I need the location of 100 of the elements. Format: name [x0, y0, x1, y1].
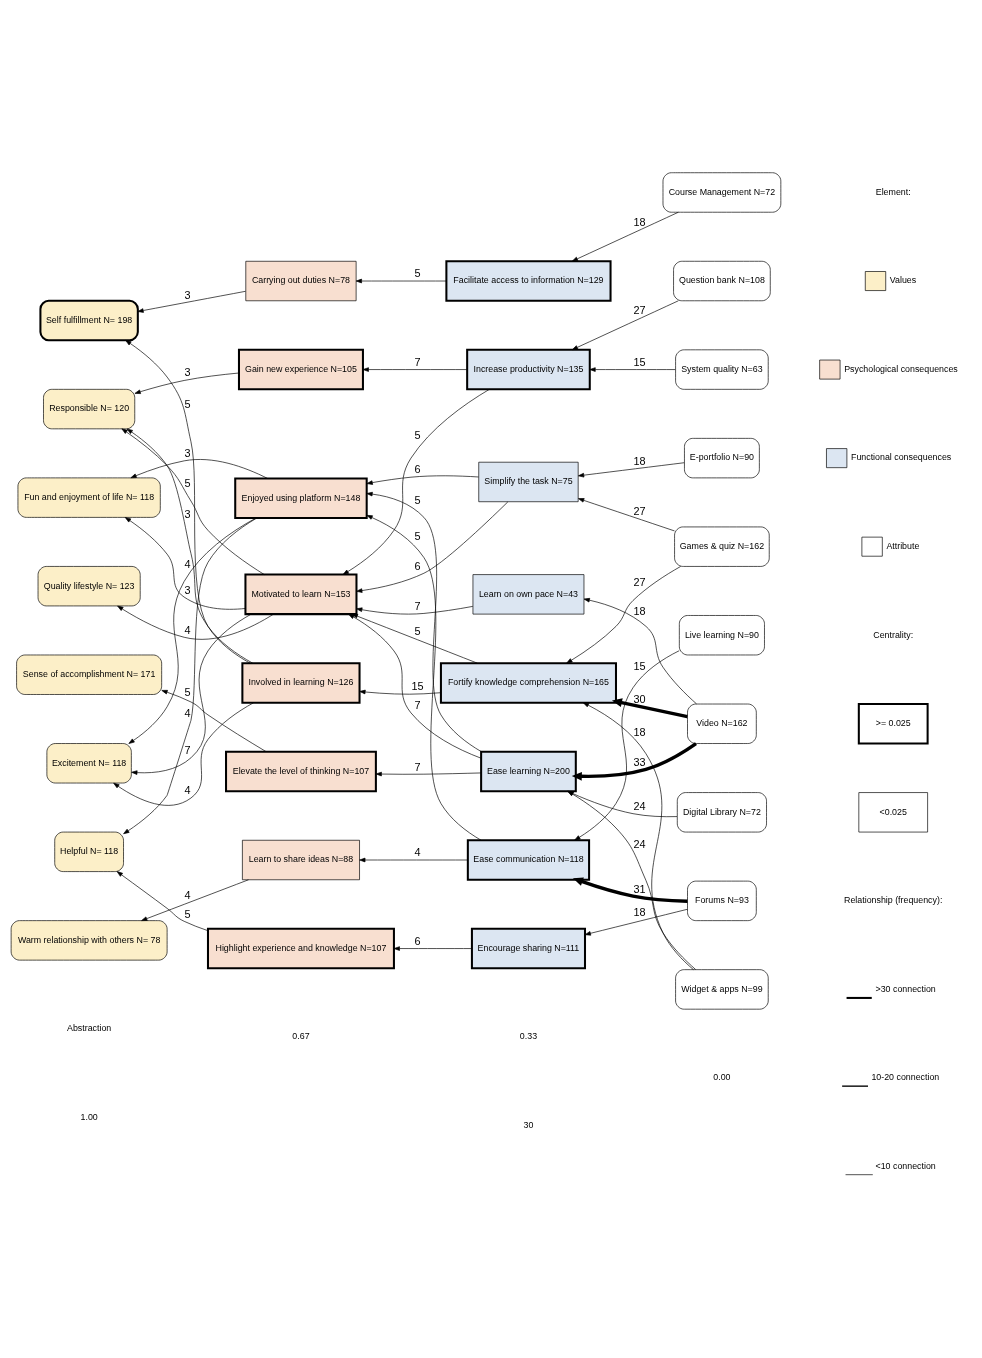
- node-box: Excitement N= 118: [46, 742, 132, 783]
- edge-label: 5: [184, 476, 191, 489]
- arrow: [571, 741, 697, 781]
- arrow: [571, 211, 679, 261]
- edge-label: 3: [184, 446, 191, 459]
- arrow: [126, 428, 254, 663]
- node-box: Increase productivity N=135: [466, 348, 591, 390]
- edge-label: 6: [414, 934, 421, 947]
- edge-label: 5: [414, 493, 421, 506]
- edge-label: 4: [184, 623, 191, 636]
- arrow: [567, 790, 678, 817]
- edge-label: 31: [633, 882, 646, 895]
- label: Relationship (frequency):: [844, 894, 943, 905]
- edge-label: 18: [633, 905, 646, 918]
- label: 1.00: [80, 1111, 98, 1122]
- node-box: Learn on own pace N=43: [472, 573, 585, 614]
- arrow: [137, 290, 246, 313]
- edge-label: 24: [633, 799, 646, 812]
- node-box: Facilitate access to information N=129: [445, 259, 612, 302]
- edge-label: 6: [414, 462, 421, 475]
- node-box: Fun and enjoyment of life N= 118: [17, 477, 161, 518]
- arrow: [571, 299, 679, 350]
- node-box: Games & quiz N=162: [674, 526, 770, 567]
- arrow: [566, 565, 681, 663]
- edge-label: 4: [184, 888, 191, 901]
- edge-label: 5: [414, 624, 421, 637]
- node-box: Enjoyed using platform N=148: [234, 477, 368, 519]
- arrow: [131, 613, 252, 775]
- arrow: [121, 428, 265, 575]
- edge-label: 4: [184, 706, 191, 719]
- node-box: E-portfolio N=90: [684, 437, 760, 478]
- edge-label: 27: [633, 575, 646, 588]
- legend-label: <10 connection: [875, 1160, 936, 1171]
- edge-label: 18: [633, 454, 646, 467]
- node-box: Course Management N=72: [662, 171, 782, 213]
- node-box: Video N=162: [687, 703, 757, 744]
- node-box: Helpful N= 118: [54, 831, 124, 872]
- edge-label: 15: [633, 659, 646, 672]
- edge-label: 5: [414, 428, 421, 441]
- edge-label: 5: [184, 397, 191, 410]
- edge-label: 4: [184, 557, 191, 570]
- edge-label: 18: [633, 215, 646, 228]
- edge-label: 27: [633, 504, 646, 517]
- node-box: Fortify knowledge comprehension N=165: [439, 661, 617, 704]
- arrow: [375, 771, 482, 776]
- arrow: [611, 697, 688, 718]
- arrow: [359, 857, 469, 862]
- arrow: [366, 474, 479, 485]
- arrow: [116, 870, 209, 931]
- edge-label: 30: [633, 692, 646, 705]
- node-box: Forums N=93: [687, 880, 757, 921]
- legend-label: 10-20 connection: [871, 1071, 940, 1082]
- arrow: [356, 501, 509, 593]
- node-box: Involved in learning N=126: [241, 661, 361, 704]
- label: Element:: [875, 186, 911, 197]
- edge-label: 5: [414, 266, 421, 279]
- arrow: [356, 605, 474, 614]
- node-box: Responsible N= 120: [43, 388, 136, 429]
- arrow: [583, 597, 697, 704]
- edge-label: 15: [633, 355, 646, 368]
- arrow: [125, 339, 251, 663]
- node-box: Elevate the level of thinking N=107: [225, 750, 377, 792]
- edge-label: 33: [633, 755, 646, 768]
- arrow: [128, 517, 257, 744]
- node-box: Highlight experience and knowledge N=107: [206, 927, 395, 969]
- edge-label: 3: [184, 288, 191, 301]
- edge-label: 4: [184, 783, 191, 796]
- edge-label: 6: [414, 559, 421, 572]
- node-box: Encourage sharing N=111: [470, 927, 586, 969]
- node-box: Widget & apps N=99: [675, 968, 769, 1009]
- node-box: Live learning N=90: [679, 614, 765, 655]
- node-box: Simplify the task N=75: [478, 461, 579, 502]
- edge-label: 5: [184, 907, 191, 920]
- arrow: [141, 878, 249, 921]
- arrow: [355, 278, 447, 283]
- node-box: Quality lifestyle N= 123: [37, 565, 141, 606]
- node-box: Learn to share ideas N=88: [242, 839, 360, 880]
- edge-label: 18: [633, 604, 646, 617]
- arrow: [134, 372, 240, 394]
- edge-label: 5: [184, 685, 191, 698]
- arrow: [589, 366, 676, 372]
- node-box: Gain new experience N=105: [237, 348, 364, 390]
- edge-label: 3: [184, 365, 191, 378]
- arrow: [124, 516, 246, 610]
- arrow: [572, 877, 688, 903]
- edge-label: 7: [414, 355, 421, 368]
- edge-label: 7: [414, 599, 421, 612]
- arrow: [366, 514, 482, 840]
- label: 0.00: [713, 1071, 731, 1082]
- arrow: [161, 689, 267, 752]
- node-box: Motivated to learn N=153: [244, 573, 358, 615]
- edge-label: 15: [411, 679, 424, 692]
- edge-label: 3: [184, 583, 191, 596]
- node-box: Question bank N=108: [673, 260, 771, 301]
- arrow: [351, 613, 478, 663]
- arrow: [117, 605, 274, 640]
- arrow: [123, 517, 257, 834]
- legend-label: Values: [889, 274, 917, 285]
- label: Abstraction: [67, 1022, 112, 1033]
- node-box: Ease communication N=118: [466, 838, 591, 881]
